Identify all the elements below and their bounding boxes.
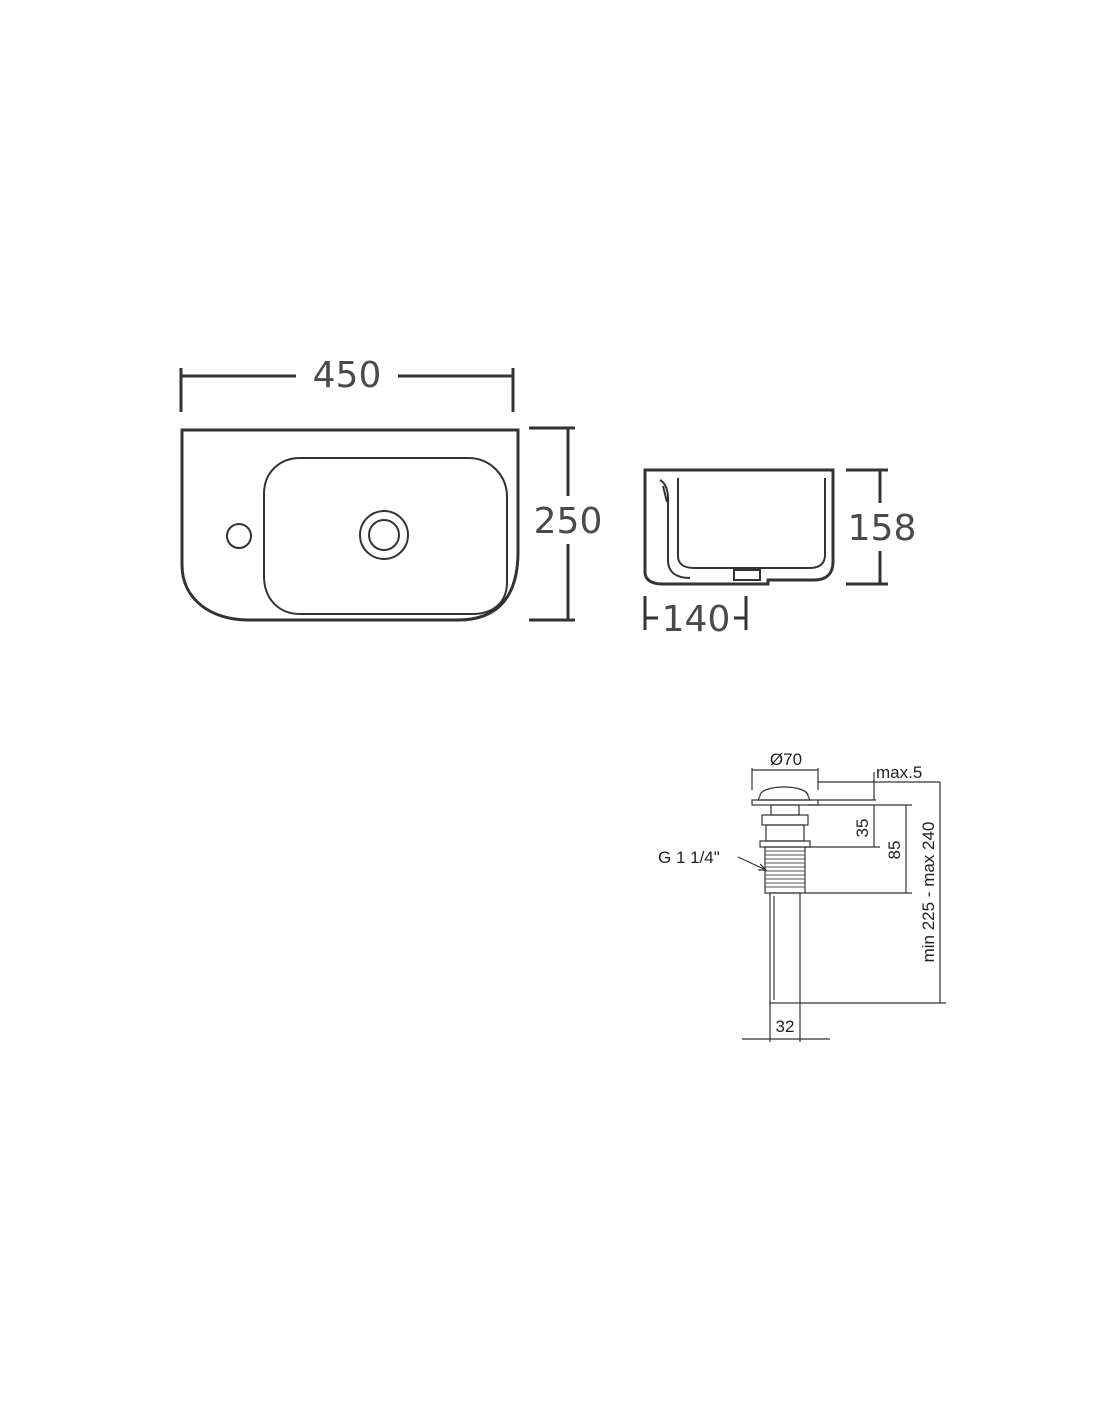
side-profile-wall: [659, 479, 691, 579]
drain-cap: [757, 786, 811, 801]
drain-inner: [368, 519, 400, 551]
upper-section-label: 35: [853, 819, 872, 838]
drain-thread: [764, 846, 806, 894]
bottom-dimension: 140: [643, 596, 748, 640]
basin-bowl: [263, 457, 508, 615]
drain-outer: [359, 510, 409, 560]
height-dimension: 158: [846, 468, 917, 586]
flange-label: max.5: [876, 763, 922, 782]
height-dimension-label: 158: [848, 508, 917, 549]
depth-dimension: 250: [529, 426, 603, 622]
width-dimension: 450: [179, 355, 515, 412]
drain-detail: Ø70 max.5: [658, 750, 946, 1042]
drain-tail-pipe: [769, 892, 801, 1004]
tap-hole: [226, 523, 252, 549]
diameter-label: Ø70: [770, 750, 802, 769]
side-drain-outlet: [733, 569, 761, 581]
thread-size-label: G 1 1/4": [658, 848, 720, 867]
basin-top-view: 450 250: [179, 355, 603, 622]
depth-dimension-label: 250: [534, 501, 603, 542]
side-profile-bowl: [677, 478, 826, 569]
basin-side-view: 158 140: [643, 468, 917, 640]
thread-length-label: 85: [885, 841, 904, 860]
bottom-dimension-label: 140: [662, 599, 731, 640]
width-dimension-label: 450: [313, 355, 382, 396]
total-length-label: min 225 - max 240: [919, 822, 938, 963]
thread-hatching: [765, 850, 805, 888]
side-profile-outline: [643, 468, 835, 586]
basin-outline: [180, 428, 520, 622]
pipe-diameter-label: 32: [776, 1017, 795, 1036]
